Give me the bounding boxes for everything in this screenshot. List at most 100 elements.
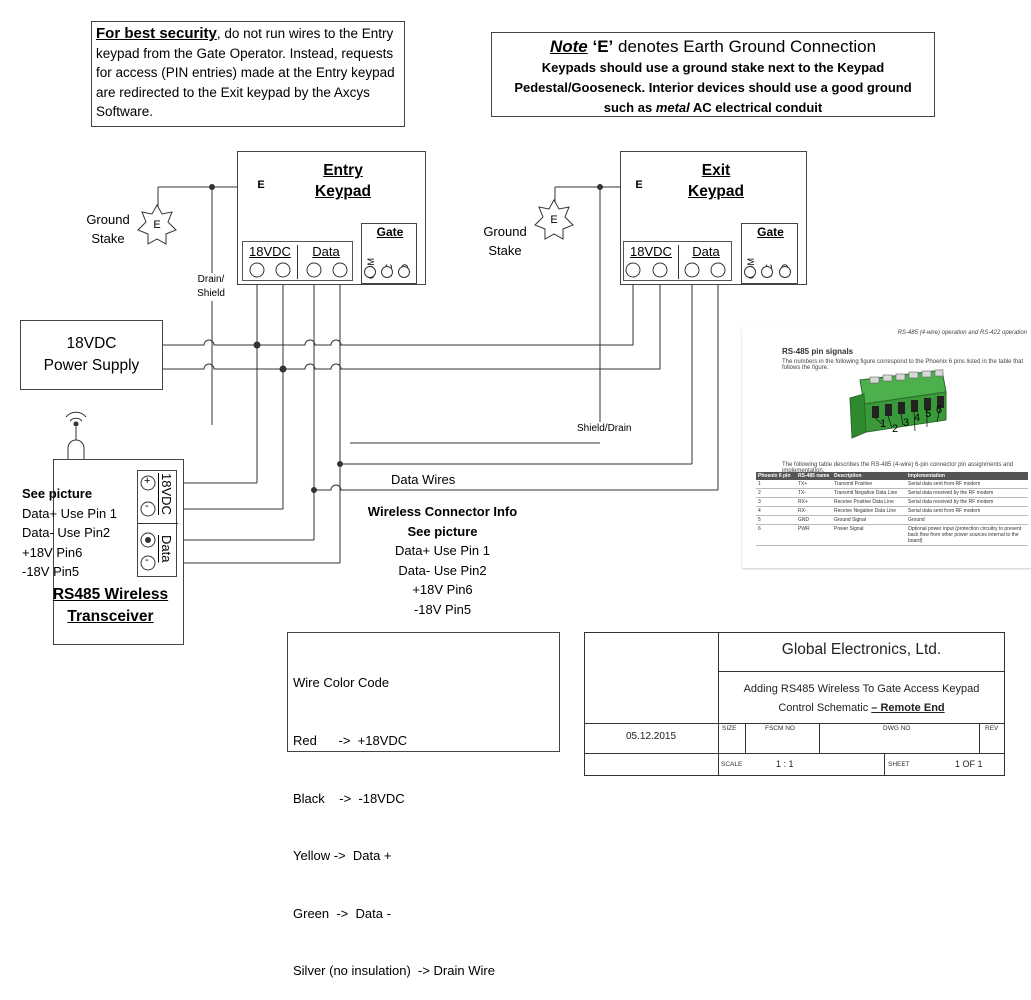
- pin-6: 6: [936, 404, 943, 416]
- pin-table-cell: Serial data sent from RF modem: [908, 508, 981, 514]
- note-title-rest: denotes Earth Ground Connection: [618, 37, 877, 56]
- pin-table-row: 1 TX+ Transmit Positive Serial data sent fr…: [756, 480, 1028, 489]
- sheet-value: 1 OF 1: [955, 759, 983, 769]
- wireless-connector-info: Wireless Connector Info See picture Data…: [367, 504, 518, 617]
- pin-table-header: Phoenix 6 pin RS-485 name Description Im…: [756, 472, 1028, 480]
- power-supply-line2: Power Supply: [43, 357, 140, 374]
- transceiver-terminals: [140, 475, 156, 571]
- ground-note-line3: such as metal AC electrical conduit: [603, 100, 823, 115]
- dwg-label: DWG NO: [883, 725, 911, 732]
- pin-table-cell: Ground: [908, 517, 925, 523]
- shield-drain-label: Shield/Drain: [577, 423, 632, 434]
- title-block: [584, 632, 1005, 776]
- pin-table-cell: 5: [758, 517, 761, 523]
- transceiver-vdc-label: 18VDC: [159, 473, 174, 515]
- pin-table-row: 2 TX- Transmit Negative Data Line Serial da…: [756, 489, 1028, 498]
- pin-4: 4: [914, 412, 921, 424]
- pin-3: 3: [903, 417, 910, 429]
- exit-earth-label: E: [635, 179, 643, 191]
- ground-stake-right-e: E: [550, 214, 558, 226]
- pin-5: 5: [925, 408, 932, 420]
- rev-label: REV: [985, 725, 999, 732]
- entry-gate-label: Gate: [376, 225, 404, 239]
- pin-table-cell: Transmit Negative Data Line: [834, 490, 898, 496]
- ground-stake-left-icon: [137, 203, 177, 245]
- exit-data-label: Data: [692, 244, 720, 259]
- terminal-plus-1: +: [144, 475, 151, 487]
- security-note-lead: For best security: [96, 25, 217, 42]
- ground-note-title: Note ‘E’ denotes Earth Ground Connection: [492, 36, 934, 58]
- note-e: ‘E’: [592, 37, 614, 56]
- pin-table-cell: Serial data received by the RF modem: [908, 499, 994, 505]
- pin-table-cell: PWR: [798, 526, 810, 532]
- transceiver-data-label: Data: [159, 535, 174, 563]
- pin-table-cell: Serial data sent from RF modem: [908, 481, 981, 487]
- pin-table-cell: 2: [758, 490, 761, 496]
- datasheet-table-caption: The following table describes the RS-485…: [782, 462, 1014, 474]
- size-label: SIZE: [722, 725, 737, 732]
- terminal-minus-2: -: [145, 554, 149, 566]
- pin-table-cell: TX-: [798, 490, 807, 496]
- company-name: Global Electronics, Ltd.: [781, 641, 942, 658]
- ground-note-line2: Pedestal/Gooseneck. Interior devices sho…: [514, 80, 912, 95]
- wire-color-code: Wire Color Code Red -> +18VDC Black -> -…: [287, 632, 560, 978]
- pin-table-cell: Receive Negative Data Line: [834, 508, 896, 514]
- ground-note-line1: Keypads should use a ground stake next t…: [541, 60, 885, 75]
- ground-stake-right-icon: [534, 198, 574, 240]
- pin-table-cell: GND: [798, 517, 810, 523]
- fscm-label: FSCM NO: [765, 725, 795, 732]
- pin-table-cell: Optional power input (protection circuit…: [908, 526, 1022, 544]
- see-picture-left: See picture Data+ Use Pin 1 Data- Use Pi…: [22, 486, 118, 579]
- pin-2: 2: [892, 423, 899, 435]
- security-note-text: , do not run wires to the Entry keypad f…: [96, 26, 395, 119]
- sheet-label: SHEET: [888, 761, 910, 768]
- exit-18vdc-label: 18VDC: [630, 244, 672, 259]
- ground-note: Note ‘E’ denotes Earth Ground Connection…: [491, 32, 935, 117]
- pin-table-cell: 3: [758, 499, 761, 505]
- data-wires-label: Data Wires: [391, 472, 456, 487]
- ground-stake-left-e: E: [153, 219, 161, 231]
- datasheet-title: RS-485 pin signals: [782, 347, 854, 356]
- pin-table-cell: Transmit Positive: [834, 481, 873, 487]
- note-word: Note: [549, 37, 588, 56]
- pin-table-row: 4 RX- Receive Negative Data Line Serial dat…: [756, 507, 1028, 516]
- entry-data-label: Data: [312, 244, 340, 259]
- drain-shield-label: Drain/Shield: [186, 273, 236, 301]
- security-note: For best security, do not run wires to t…: [91, 21, 405, 127]
- pin-table-row: 5 GND Ground Signal Ground: [756, 516, 1028, 525]
- pin-table-cell: Power Signal: [834, 526, 864, 532]
- terminal-minus-1: -: [145, 500, 149, 512]
- pin-table-cell: 4: [758, 508, 761, 514]
- pin-table-cell: TX+: [798, 481, 808, 487]
- entry-18vdc-label: 18VDC: [249, 244, 291, 259]
- rs485-datasheet: RS-485 (4-wire) operation and RS-422 ope…: [742, 328, 1031, 568]
- entry-earth-label: E: [257, 179, 265, 191]
- power-positive-wire: [163, 278, 634, 346]
- data-wire-bottom: [314, 484, 718, 491]
- datasheet-header: RS-485 (4-wire) operation and RS-422 ope…: [897, 330, 1027, 336]
- pin-table: Phoenix 6 pin RS-485 name Description Im…: [756, 472, 1028, 546]
- drawing-title: Adding RS485 Wireless To Gate Access Key…: [743, 683, 980, 714]
- exit-gate-label: Gate: [757, 225, 784, 239]
- pin-table-cell: RX+: [798, 499, 808, 505]
- pin-table-cell: RX-: [798, 508, 807, 514]
- terminal-circles: [249, 262, 791, 278]
- pin-table-cell: Receive Positive Data Line: [834, 499, 894, 505]
- pin-table-cell: Serial data received by the RF modem: [908, 490, 994, 496]
- drawing-date: 05.12.2015: [625, 731, 677, 742]
- power-negative-wire: [163, 278, 661, 370]
- phoenix-connector-illustration: [849, 369, 947, 439]
- pin-table-cell: 6: [758, 526, 761, 532]
- power-supply: 18VDC Power Supply: [20, 320, 163, 390]
- scale-value: 1 : 1: [776, 759, 794, 769]
- pin-1: 1: [880, 418, 887, 430]
- pin-table-cell: Ground Signal: [834, 517, 866, 523]
- datasheet-intro: The numbers in the following figure corr…: [782, 359, 1024, 371]
- scale-label: SCALE: [721, 761, 743, 768]
- pin-table-cell: 1: [758, 481, 761, 487]
- pin-table-row: 3 RX+ Receive Positive Data Line Serial dat…: [756, 498, 1028, 507]
